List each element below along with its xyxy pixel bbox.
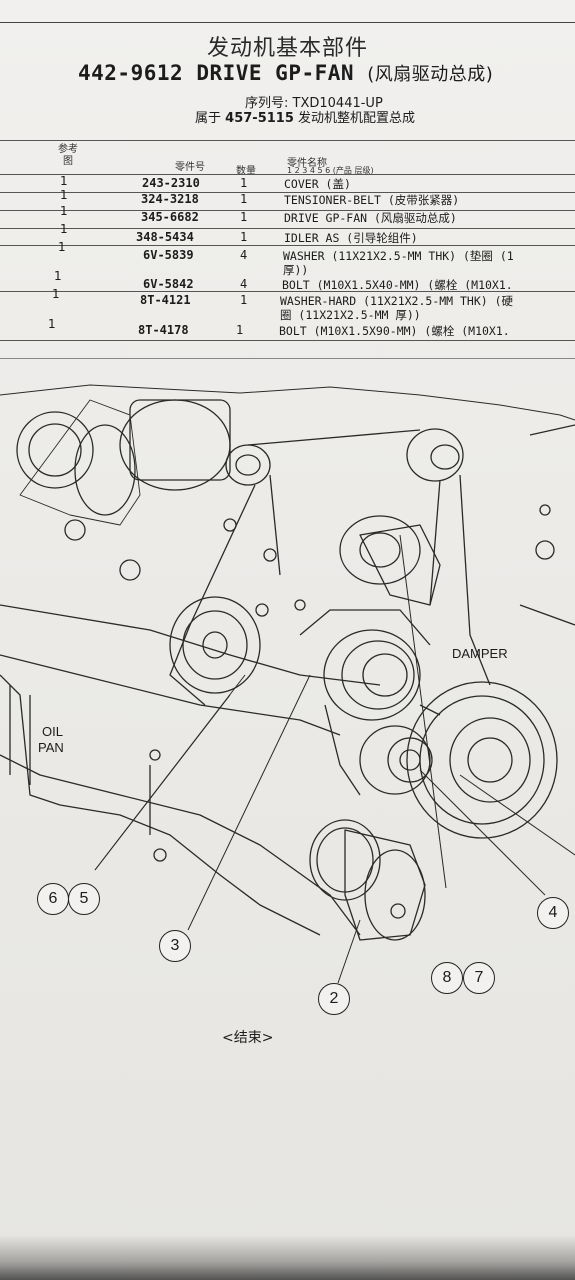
callout-3: 3 [159, 930, 191, 962]
callout-6: 6 [37, 883, 69, 915]
row-name: BOLT (M10X1.5X40-MM) (螺栓 (M10X1. [282, 278, 513, 292]
serial-label: 序列号: [245, 96, 289, 111]
row-part-number: 8T-4178 [138, 323, 189, 337]
callout-2: 2 [318, 983, 350, 1015]
callout-7: 7 [463, 962, 495, 994]
table-row: 1 6V-5839 4 WASHER (11X21X2.5-MM THK) (垫… [0, 240, 575, 277]
row-rule [0, 245, 575, 246]
table-header-rule [0, 174, 575, 175]
row-part-number: 6V-5842 [143, 277, 194, 291]
row-qty: 1 [240, 210, 248, 224]
row-rule [0, 210, 575, 211]
belongs-part: 457-5115 [225, 111, 294, 126]
table-row: 1 345-6682 1 DRIVE GP-FAN (风扇驱动总成) [0, 204, 575, 230]
callout-4: 4 [537, 897, 569, 929]
serial-line: 序列号: TXD10441-UP [245, 92, 383, 111]
row-rule [0, 228, 575, 229]
row-rule [0, 291, 575, 292]
row-qty: 1 [240, 192, 248, 206]
row-part-number: 243-2310 [142, 176, 200, 190]
pan-label: PAN [38, 740, 64, 755]
row-qty: 1 [240, 293, 248, 307]
table-bottom-rule [0, 358, 575, 359]
row-name: DRIVE GP-FAN (风扇驱动总成) [284, 211, 457, 225]
group-number: 442-9612 [78, 61, 184, 85]
col-header-ref: 参考 [58, 144, 78, 155]
row-qty: 1 [236, 323, 244, 337]
table-row: 1 6V-5842 4 BOLT (M10X1.5X40-MM) (螺栓 (M1… [0, 269, 575, 297]
col-header-name: 零件名称 [287, 158, 327, 169]
callout-5: 5 [68, 883, 100, 915]
category-title: 发动机基本部件 [206, 36, 368, 61]
row-name: WASHER (11X21X2.5-MM THK) (垫圈 (1 [283, 249, 514, 263]
page-edge-shadow [0, 1235, 575, 1280]
row-ref: 1 [58, 240, 66, 254]
col-header-ref2: 图 [63, 156, 73, 167]
table-top-rule [0, 140, 575, 141]
row-rule [0, 340, 575, 341]
callout-8: 8 [431, 962, 463, 994]
belongs-label: 属于 [195, 111, 222, 126]
row-ref: 1 [60, 222, 68, 236]
table-row: 1 8T-4178 1 BOLT (M10X1.5X90-MM) (螺栓 (M1… [0, 317, 575, 343]
row-qty: 1 [240, 230, 248, 244]
table-row: 1 243-2310 1 COVER (盖) [0, 174, 575, 196]
group-name-cn: (风扇驱动总成) [367, 64, 494, 85]
row-ref: 1 [54, 269, 62, 283]
row-part-number: 324-3218 [141, 192, 199, 206]
end-marker: <结束> [222, 1030, 274, 1046]
table-row: 1 8T-4121 1 WASHER-HARD (11X21X2.5-MM TH… [0, 287, 575, 322]
header-rule [0, 22, 575, 23]
table-row: 1 324-3218 1 TENSIONER-BELT (皮带张紧器) [0, 188, 575, 212]
row-qty: 4 [240, 248, 248, 262]
row-part-number: 348-5434 [136, 230, 194, 244]
row-qty: 4 [240, 277, 248, 291]
row-part-number: 345-6682 [141, 210, 199, 224]
row-name-cont: 厚)) [283, 263, 309, 277]
row-ref: 1 [52, 287, 60, 301]
col-header-qty: 数量 [236, 166, 256, 177]
group-title: 442-9612 DRIVE GP-FAN (风扇驱动总成) [78, 60, 493, 86]
col-header-levels: 1 2 3 4 5 6 (产品 层级) [287, 166, 374, 175]
row-ref: 1 [60, 174, 68, 188]
belongs-line: 属于 457-5115 发动机整机配置总成 [195, 107, 415, 126]
exploded-diagram [0, 384, 575, 984]
row-ref: 1 [60, 188, 68, 202]
row-rule [0, 192, 575, 193]
row-qty: 1 [240, 176, 248, 190]
row-part-number: 6V-5839 [143, 248, 194, 262]
row-ref: 1 [48, 317, 56, 331]
row-name-cont: 圈 (11X21X2.5-MM 厚)) [280, 308, 421, 322]
row-name: COVER (盖) [284, 177, 351, 191]
serial-value: TXD10441-UP [292, 96, 383, 111]
belongs-desc: 发动机整机配置总成 [298, 111, 416, 126]
oil-label: OIL [42, 724, 63, 739]
row-ref: 1 [60, 204, 68, 218]
row-name: IDLER AS (引导轮组件) [284, 231, 418, 245]
table-row: 1 348-5434 1 IDLER AS (引导轮组件) [0, 222, 575, 250]
col-header-part: 零件号 [175, 162, 205, 173]
group-name: DRIVE GP-FAN [196, 61, 355, 85]
row-name: TENSIONER-BELT (皮带张紧器) [284, 193, 460, 207]
row-part-number: 8T-4121 [140, 293, 191, 307]
damper-label: DAMPER [452, 646, 508, 661]
row-name: WASHER-HARD (11X21X2.5-MM THK) (硬 [280, 294, 514, 308]
row-name: BOLT (M10X1.5X90-MM) (螺栓 (M10X1. [279, 324, 510, 338]
